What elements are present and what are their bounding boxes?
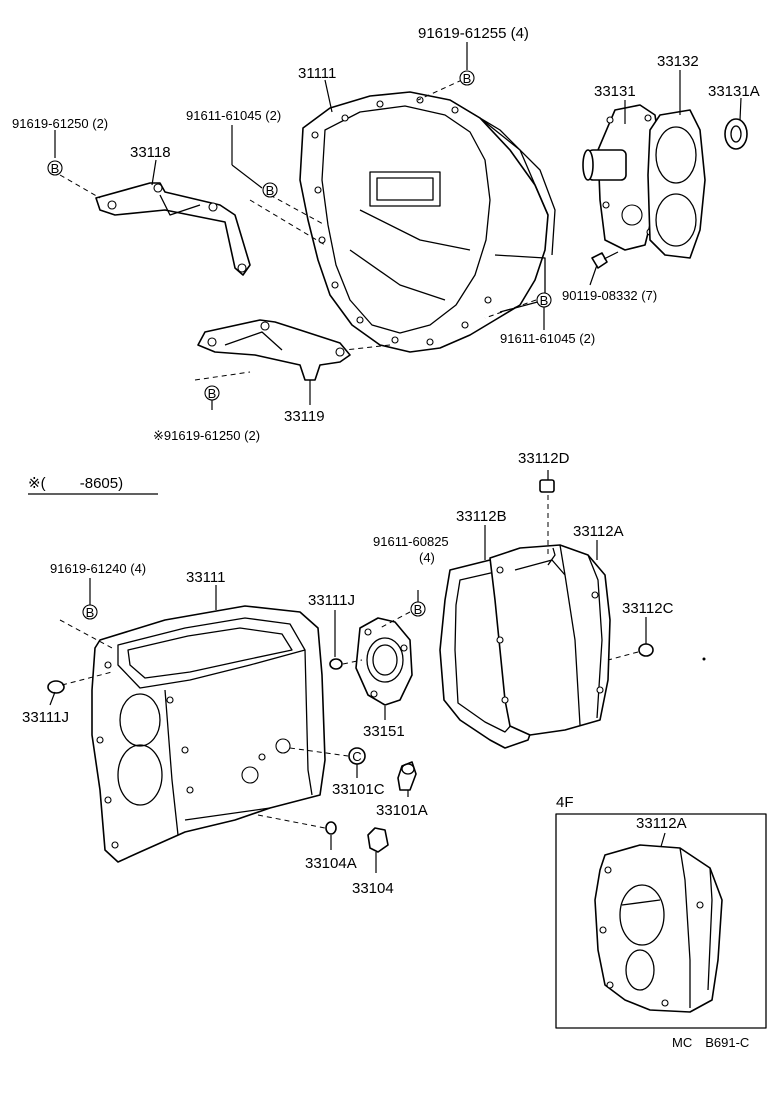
label-33131A: 33131A <box>708 83 760 100</box>
label-33111J-left: 33111J <box>22 709 69 726</box>
inset-title: 4F <box>556 794 574 811</box>
footer-code: MC B691-C <box>672 1035 749 1050</box>
bolt-marker-retainer: B <box>410 601 426 617</box>
label-91611-60825: 91611-60825 <box>373 534 449 549</box>
gasket-33104A <box>325 821 337 835</box>
label-33104: 33104 <box>352 880 394 897</box>
svg-text:B: B <box>266 183 275 198</box>
label-33101A: 33101A <box>376 802 428 819</box>
label-33132: 33132 <box>657 53 699 70</box>
note-range: ※( -8605) <box>28 475 123 492</box>
label-33101C: 33101C <box>332 781 385 798</box>
bolt-marker-case: B <box>82 604 98 620</box>
label-91619-61250-left: 91619-61250 (2) <box>12 116 108 131</box>
bearing-retainer-33131 <box>582 104 661 251</box>
svg-text:B: B <box>540 293 549 308</box>
plug-33101A <box>397 761 417 791</box>
label-33119: 33119 <box>284 408 325 425</box>
label-33111: 33111 <box>186 569 226 586</box>
bolt-marker-left: B <box>47 160 63 176</box>
label-91611-60825-qty: (4) <box>419 550 435 565</box>
label-33112C: 33112C <box>622 600 674 617</box>
bracket-33119 <box>197 319 351 381</box>
inset-4f: 4F 33112A <box>555 794 767 1029</box>
plug-33112D <box>539 479 555 493</box>
label-33118: 33118 <box>130 144 171 161</box>
retainer-33151 <box>355 617 413 706</box>
clutch-housing-31111 <box>299 91 556 353</box>
label-33111J-mid: 33111J <box>308 592 355 609</box>
svg-text:B: B <box>463 71 472 86</box>
bracket-33118 <box>95 182 251 276</box>
svg-text:B: B <box>86 605 95 620</box>
pin-33112C <box>638 643 654 657</box>
bolt-90119-08332 <box>591 251 619 269</box>
label-31111-top: 31111 <box>298 65 336 82</box>
transmission-case-33111 <box>91 605 326 863</box>
label-91611-61045-left: 91611-61045 (2) <box>186 108 281 123</box>
extension-housing-33112A <box>489 544 611 736</box>
label-91619-61240: 91619-61240 (4) <box>50 561 146 576</box>
svg-text:B: B <box>208 386 217 401</box>
label-91619-61250-star: ※91619-61250 (2) <box>153 428 260 443</box>
label-90119-08332: 90119-08332 (7) <box>562 288 657 303</box>
label-33112B: 33112B <box>456 508 507 525</box>
label-33151: 33151 <box>363 723 405 740</box>
oil-seal-33131A <box>724 118 748 150</box>
svg-text:B: B <box>51 161 60 176</box>
label-33112D: 33112D <box>518 450 570 467</box>
gasket-33132 <box>647 109 706 259</box>
bottom-leader-lines <box>49 470 647 873</box>
pin-33111J-left <box>47 680 65 694</box>
label-33112A: 33112A <box>573 523 624 540</box>
pin-33111J-mid <box>329 658 343 670</box>
bolt-marker-top-right: B <box>459 70 475 86</box>
label-33104A: 33104A <box>305 855 357 872</box>
bolt-marker-right-bottom: B <box>536 292 552 308</box>
top-leader-lines <box>54 42 742 410</box>
bolt-marker-33119: B <box>204 385 220 401</box>
label-91619-61255: 91619-61255 (4) <box>418 25 529 42</box>
extension-housing-4f <box>594 844 723 1013</box>
label-91611-61045-right: 91611-61045 (2) <box>500 331 595 346</box>
stray-dot <box>702 657 706 661</box>
plug-33104 <box>367 827 389 853</box>
label-33131: 33131 <box>594 83 636 100</box>
svg-text:B: B <box>414 602 423 617</box>
svg-text:C: C <box>352 749 361 764</box>
label-33112A-inset: 33112A <box>636 815 687 832</box>
gasket-33101C: C <box>348 747 366 765</box>
bolt-marker-33118: B <box>262 182 278 198</box>
